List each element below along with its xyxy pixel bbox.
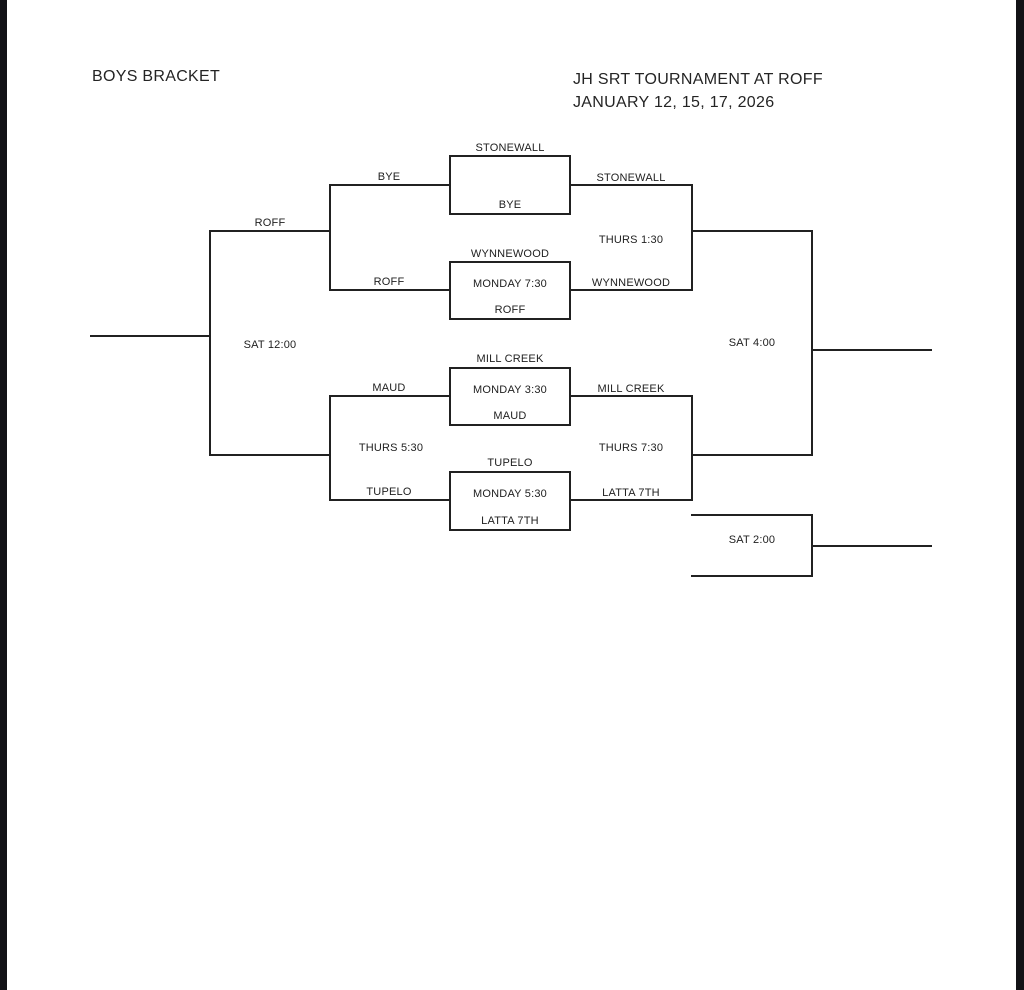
championship-line xyxy=(811,349,932,351)
game4-bottom-team: LATTA 7TH xyxy=(481,515,539,527)
consolation-semi-bottom-line xyxy=(209,454,331,456)
bracket-title: BOYS BRACKET xyxy=(92,68,221,85)
third-place-time-label: SAT 2:00 xyxy=(728,534,776,546)
game3-right-line xyxy=(571,395,691,397)
game4-box: MONDAY 5:30 LATTA 7TH xyxy=(449,471,571,531)
tournament-title-line2: JANUARY 12, 15, 17, 2026 xyxy=(573,94,775,111)
consolation-final-time-label: SAT 12:00 xyxy=(243,339,297,351)
game4-left-line xyxy=(329,499,449,501)
game3-bottom-team: MAUD xyxy=(493,410,527,422)
game2-time: MONDAY 7:30 xyxy=(473,277,547,290)
left-bottom-pair-vertical xyxy=(329,395,331,501)
semifinal-bottom-time-label: THURS 7:30 xyxy=(598,442,664,454)
semifinal-top-time-label: THURS 1:30 xyxy=(598,234,664,246)
game1-box: BYE xyxy=(449,155,571,215)
semifinal-bottom-line xyxy=(691,454,813,456)
third-place-winner-line xyxy=(811,545,932,547)
game2-bottom-team: ROFF xyxy=(494,304,526,316)
game4-winner-label: LATTA 7TH xyxy=(602,487,660,499)
game2-left-line xyxy=(329,289,449,291)
game1-top-team: STONEWALL xyxy=(475,142,545,154)
consolation-semi-top-line xyxy=(209,230,331,232)
game4-left-label: TUPELO xyxy=(366,486,412,498)
game3-box: MONDAY 3:30 MAUD xyxy=(449,367,571,426)
game2-right-line xyxy=(571,289,691,291)
tournament-title: JH SRT TOURNAMENT AT ROFF JANUARY 12, 15… xyxy=(573,68,823,114)
left-top-pair-vertical xyxy=(329,184,331,291)
consolation-semi-winner-label: ROFF xyxy=(254,217,286,229)
game2-box: MONDAY 7:30 ROFF xyxy=(449,261,571,320)
game3-time: MONDAY 3:30 xyxy=(473,383,547,396)
tournament-title-line1: JH SRT TOURNAMENT AT ROFF xyxy=(573,71,823,88)
game4-right-line xyxy=(571,499,691,501)
game1-left-line xyxy=(329,184,449,186)
game4-top-team: TUPELO xyxy=(487,457,533,469)
game1-bottom-team: BYE xyxy=(498,199,522,211)
game2-winner-label: WYNNEWOOD xyxy=(591,277,671,289)
right-top-pair-vertical xyxy=(691,184,693,291)
game2-top-team: WYNNEWOOD xyxy=(470,248,550,260)
championship-time-label: SAT 4:00 xyxy=(728,337,776,349)
game1-left-label: BYE xyxy=(377,171,401,183)
game1-right-line xyxy=(571,184,691,186)
game3-top-team: MILL CREEK xyxy=(476,353,544,365)
game3-left-line xyxy=(329,395,449,397)
game3-left-label: MAUD xyxy=(372,382,406,394)
third-place-bottom-line xyxy=(691,575,813,577)
game4-time: MONDAY 5:30 xyxy=(473,488,547,500)
game1-winner-label: STONEWALL xyxy=(596,172,666,184)
right-bottom-pair-vertical xyxy=(691,395,693,501)
third-place-top-line xyxy=(691,514,813,516)
semifinal-top-line xyxy=(691,230,813,232)
consolation-final-line xyxy=(90,335,211,337)
consolation-semi-bottom-time-label: THURS 5:30 xyxy=(358,442,424,454)
left-main-vertical xyxy=(209,230,211,456)
bracket-page: BOYS BRACKET JH SRT TOURNAMENT AT ROFF J… xyxy=(7,0,1016,990)
game3-winner-label: MILL CREEK xyxy=(597,383,665,395)
right-main-vertical xyxy=(811,230,813,456)
game2-left-label: ROFF xyxy=(373,276,405,288)
